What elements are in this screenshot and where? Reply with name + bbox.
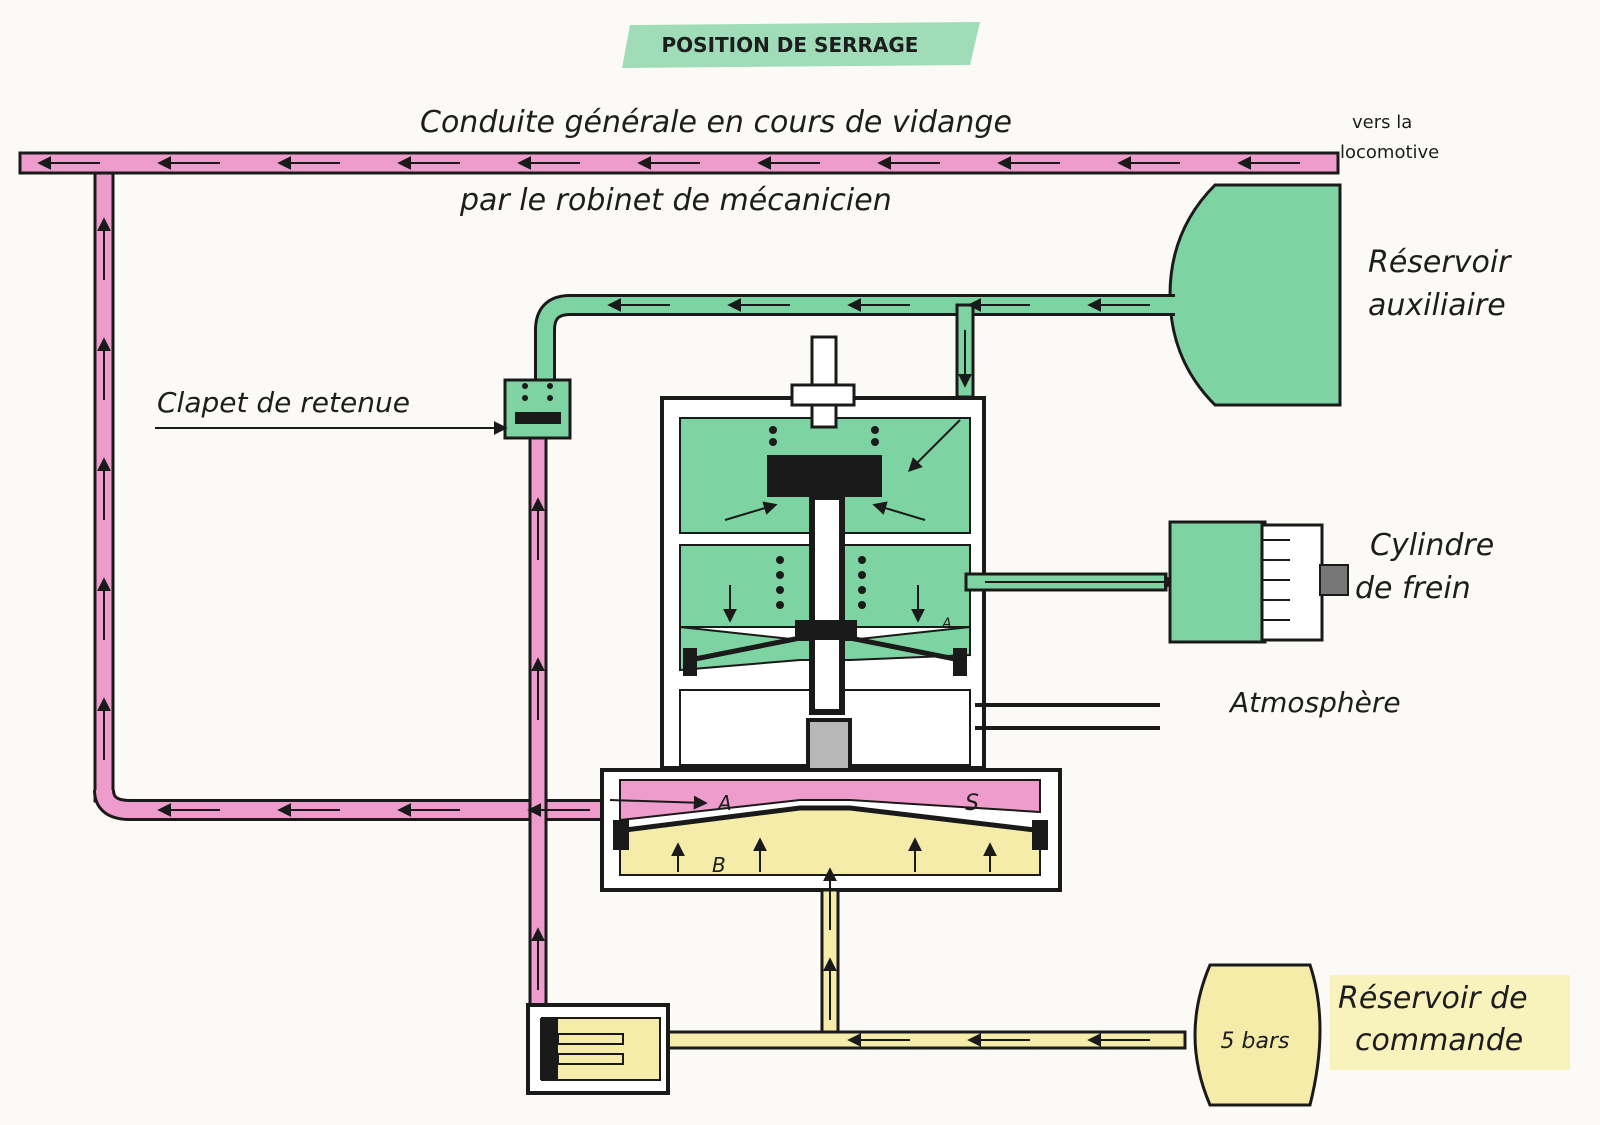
reservoir-auxiliaire-label-1: Réservoir [1368,245,1512,280]
chamber-b-label: B [712,853,726,877]
auxiliaire-pipe [534,294,1175,399]
cylindre-de-frein [964,520,1349,644]
reservoir-auxiliaire-label-2: auxiliaire [1368,288,1506,323]
conduite-label-line1: Conduite générale en cours de vidange [420,105,1012,140]
vers-la-label: vers la [1352,112,1412,133]
chamber-a-top-label: A [941,616,952,632]
cylindre-label-2: de frein [1355,571,1471,606]
conduite-label-line2: par le robinet de mécanicien [459,183,892,218]
clapet-de-retenue [155,378,572,440]
locomotive-label: locomotive [1340,142,1439,163]
reservoir-commande-label-2: commande [1355,1023,1523,1058]
distributeur: A S B A [600,335,1062,892]
chamber-s-label: S [965,791,979,816]
atmosphere-outlet [975,703,1160,730]
reservoir-de-commande: 5 bars [1193,963,1322,1107]
pressure-label: 5 bars [1221,1029,1290,1054]
clapet-label: Clapet de retenue [157,386,410,419]
reservoir-commande-label-1: Réservoir de [1338,981,1528,1016]
commande-pipe [653,867,1187,1050]
atmosphere-label: Atmosphère [1228,686,1401,719]
lower-valve-device [526,1003,670,1095]
title-banner: POSITION DE SERRAGE [622,22,980,68]
commande-label-bg [1330,975,1570,1070]
reservoir-auxiliaire [1168,183,1342,407]
cylindre-label-1: Cylindre [1370,528,1494,563]
page-title: POSITION DE SERRAGE [662,33,919,57]
chamber-a-label: A [716,791,732,815]
